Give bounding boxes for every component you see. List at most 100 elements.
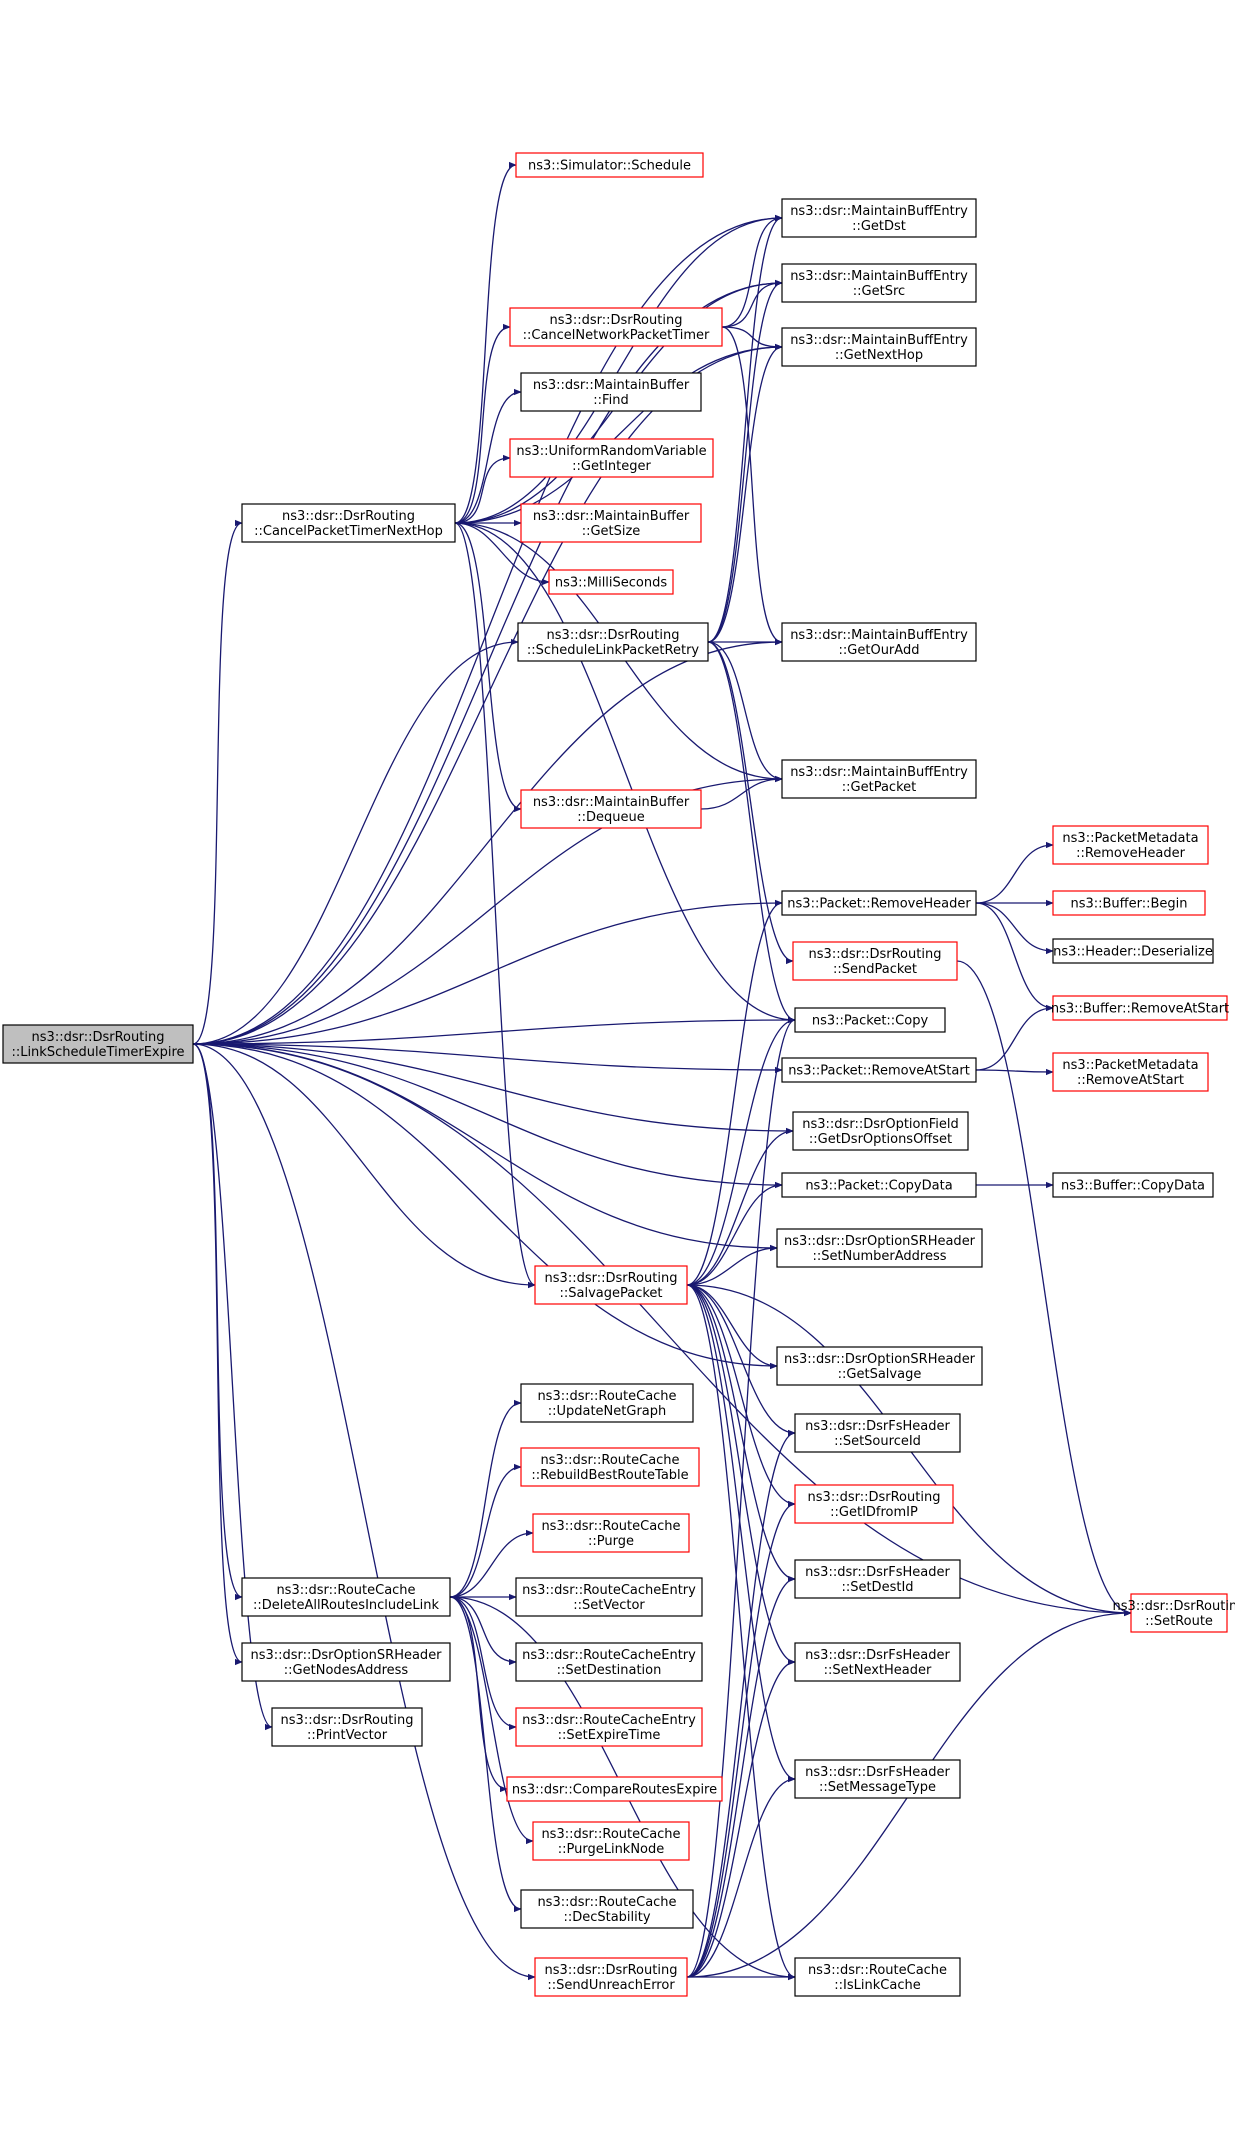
edge-root-to-mbe_getouradd	[192, 638, 783, 1045]
node-label: ns3::Packet::CopyData	[805, 1179, 952, 1194]
node-fs_setnextheader[interactable]: ns3::dsr::DsrFsHeader::SetNextHeader	[794, 1642, 961, 1682]
node-mbe_getnexthop[interactable]: ns3::dsr::MaintainBuffEntry::GetNextHop	[781, 327, 977, 367]
node-pm_removeheader[interactable]: ns3::PacketMetadata::RemoveHeader	[1052, 825, 1209, 865]
node-box	[515, 152, 704, 178]
node-mbe_getsrc[interactable]: ns3::dsr::MaintainBuffEntry::GetSrc	[781, 263, 977, 303]
node-setroute[interactable]: ns3::dsr::DsrRouting::SetRoute	[1113, 1593, 1235, 1633]
edge-root-to-mbe_getdst	[192, 214, 783, 1045]
node-sr_setnumber[interactable]: ns3::dsr::DsrOptionSRHeader::SetNumberAd…	[776, 1228, 983, 1268]
node-rce_setdestination[interactable]: ns3::dsr::RouteCacheEntry::SetDestinatio…	[515, 1642, 703, 1682]
edge-sendunreach-to-fs_setsourceid	[686, 1429, 796, 1978]
node-label: ::SetNumberAddress	[812, 1249, 946, 1264]
node-sr_getnodes[interactable]: ns3::dsr::DsrOptionSRHeader::GetNodesAdd…	[241, 1642, 451, 1682]
edge-rc_deleteall-to-rc_updatenetgraph	[449, 1399, 522, 1598]
node-mbe_getdst[interactable]: ns3::dsr::MaintainBuffEntry::GetDst	[781, 198, 977, 238]
node-optfield_offset[interactable]: ns3::dsr::DsrOptionField::GetDsrOptionsO…	[792, 1111, 969, 1151]
node-label: ns3::Packet::RemoveHeader	[787, 897, 971, 912]
edge-sendunreach-to-fs_setmessagetype	[686, 1775, 796, 1978]
node-box	[781, 759, 977, 799]
node-pm_removeatstart[interactable]: ns3::PacketMetadata::RemoveAtStart	[1052, 1052, 1209, 1092]
node-label: ::GetIDfromIP	[830, 1505, 918, 1520]
edge-root-to-printvector	[192, 1043, 273, 1731]
edge-rc_deleteall-to-rc_rebuild	[449, 1463, 522, 1598]
node-mb_dequeue[interactable]: ns3::dsr::MaintainBuffer::Dequeue	[520, 789, 702, 829]
node-rc_purge[interactable]: ns3::dsr::RouteCache::Purge	[532, 1513, 690, 1553]
node-label: ns3::dsr::MaintainBuffEntry	[790, 204, 968, 219]
node-mbe_getouradd[interactable]: ns3::dsr::MaintainBuffEntry::GetOurAdd	[781, 622, 977, 662]
node-label: ns3::dsr::DsrRouting	[550, 313, 683, 328]
node-pkt_removeatstart[interactable]: ns3::Packet::RemoveAtStart	[781, 1057, 977, 1083]
node-label: ns3::dsr::DsrRouting	[547, 628, 680, 643]
node-printvector[interactable]: ns3::dsr::DsrRouting::PrintVector	[271, 1707, 423, 1747]
edge-rc_deleteall-to-rc_purgelink	[449, 1596, 534, 1845]
node-label: ns3::dsr::DsrFsHeader	[805, 1565, 950, 1580]
node-box	[520, 789, 702, 829]
node-sr_getsalvage[interactable]: ns3::dsr::DsrOptionSRHeader::GetSalvage	[776, 1346, 983, 1386]
node-rc_rebuild[interactable]: ns3::dsr::RouteCache::RebuildBestRouteTa…	[520, 1447, 700, 1487]
edge-salvage-to-sr_getsalvage	[686, 1284, 778, 1370]
edge-cancel_network-to-mbe_getnexthop	[721, 326, 783, 351]
node-fs_setsourceid[interactable]: ns3::dsr::DsrFsHeader::SetSourceId	[794, 1413, 961, 1453]
edge-cancel_network-to-mbe_getouradd	[721, 326, 783, 646]
node-cancel_network[interactable]: ns3::dsr::DsrRouting::CancelNetworkPacke…	[509, 307, 723, 347]
edge-pkt_removeatstart-to-buf_removeatstart	[975, 1004, 1054, 1071]
node-rc_deleteall[interactable]: ns3::dsr::RouteCache::DeleteAllRoutesInc…	[241, 1577, 451, 1617]
node-urv_getinteger[interactable]: ns3::UniformRandomVariable::GetInteger	[509, 438, 714, 478]
node-box	[1052, 825, 1209, 865]
node-buf_copydata[interactable]: ns3::Buffer::CopyData	[1052, 1172, 1214, 1198]
node-rc_decstability[interactable]: ns3::dsr::RouteCache::DecStability	[520, 1889, 694, 1929]
node-rc_purgelink[interactable]: ns3::dsr::RouteCache::PurgeLinkNode	[532, 1821, 690, 1861]
node-box	[241, 503, 456, 543]
node-fs_setmessagetype[interactable]: ns3::dsr::DsrFsHeader::SetMessageType	[794, 1759, 961, 1799]
node-pkt_copy[interactable]: ns3::Packet::Copy	[794, 1007, 946, 1033]
node-mb_find[interactable]: ns3::dsr::MaintainBuffer::Find	[520, 372, 702, 412]
edge-salvage-to-pkt_copy	[686, 1016, 796, 1286]
edge-root-to-pkt_removeatstart	[192, 1043, 783, 1074]
node-label: ::Find	[593, 393, 628, 408]
node-salvage[interactable]: ns3::dsr::DsrRouting::SalvagePacket	[534, 1265, 688, 1305]
node-rce_setexpire[interactable]: ns3::dsr::RouteCacheEntry::SetExpireTime	[515, 1707, 703, 1747]
node-label: ns3::dsr::RouteCacheEntry	[522, 1713, 696, 1728]
node-label: ns3::dsr::MaintainBuffer	[533, 509, 690, 524]
node-label: ns3::dsr::DsrFsHeader	[805, 1648, 950, 1663]
node-label: ::SetMessageType	[819, 1780, 936, 1795]
node-compareroutes[interactable]: ns3::dsr::CompareRoutesExpire	[506, 1776, 723, 1802]
node-schedule_retry[interactable]: ns3::dsr::DsrRouting::ScheduleLinkPacket…	[517, 622, 709, 662]
node-box	[534, 1957, 688, 1997]
node-send_packet[interactable]: ns3::dsr::DsrRouting::SendPacket	[792, 941, 958, 981]
node-buf_removeatstart[interactable]: ns3::Buffer::RemoveAtStart	[1051, 995, 1229, 1021]
node-fs_setdestid[interactable]: ns3::dsr::DsrFsHeader::SetDestId	[794, 1559, 961, 1599]
node-label: ns3::dsr::DsrRouting	[1113, 1599, 1235, 1614]
edge-cancel_nexthop-to-sim_schedule	[454, 161, 517, 524]
node-box	[548, 569, 674, 595]
edge-salvage-to-getidfromip	[686, 1284, 796, 1508]
node-rc_updatenetgraph[interactable]: ns3::dsr::RouteCache::UpdateNetGraph	[520, 1383, 694, 1423]
node-hdr_deserialize[interactable]: ns3::Header::Deserialize	[1052, 938, 1214, 964]
node-pkt_removeheader[interactable]: ns3::Packet::RemoveHeader	[781, 890, 977, 916]
node-label: ns3::dsr::DsrRouting	[32, 1030, 165, 1045]
node-getidfromip[interactable]: ns3::dsr::DsrRouting::GetIDfromIP	[794, 1484, 954, 1524]
node-root[interactable]: ns3::dsr::DsrRouting::LinkScheduleTimerE…	[2, 1024, 194, 1064]
node-mbe_getpacket[interactable]: ns3::dsr::MaintainBuffEntry::GetPacket	[781, 759, 977, 799]
node-buf_begin[interactable]: ns3::Buffer::Begin	[1052, 890, 1206, 916]
edge-cancel_nexthop-to-milliseconds	[454, 522, 550, 586]
node-box	[1052, 1052, 1209, 1092]
node-milliseconds[interactable]: ns3::MilliSeconds	[548, 569, 674, 595]
node-label: ::LinkScheduleTimerExpire	[11, 1045, 184, 1060]
node-label: ::SetNextHeader	[824, 1663, 932, 1678]
node-label: ::GetNodesAddress	[284, 1663, 409, 1678]
node-label: ::GetPacket	[842, 780, 916, 795]
node-pkt_copydata[interactable]: ns3::Packet::CopyData	[781, 1172, 977, 1198]
node-label: ::SetSourceId	[834, 1434, 921, 1449]
edge-schedule_retry-to-mbe_getnexthop	[707, 343, 783, 643]
node-label: ns3::dsr::DsrFsHeader	[805, 1419, 950, 1434]
node-sim_schedule[interactable]: ns3::Simulator::Schedule	[515, 152, 704, 178]
edge-salvage-to-sr_setnumber	[686, 1244, 778, 1286]
edge-salvage-to-pkt_copydata	[686, 1181, 783, 1286]
node-label: ns3::dsr::DsrOptionField	[802, 1117, 958, 1132]
node-rc_islinkcache[interactable]: ns3::dsr::RouteCache::IsLinkCache	[794, 1957, 961, 1997]
node-mb_getsize[interactable]: ns3::dsr::MaintainBuffer::GetSize	[520, 503, 702, 543]
node-rce_setvector[interactable]: ns3::dsr::RouteCacheEntry::SetVector	[515, 1577, 703, 1617]
node-cancel_nexthop[interactable]: ns3::dsr::DsrRouting::CancelPacketTimerN…	[241, 503, 456, 543]
node-sendunreach[interactable]: ns3::dsr::DsrRouting::SendUnreachError	[534, 1957, 688, 1997]
